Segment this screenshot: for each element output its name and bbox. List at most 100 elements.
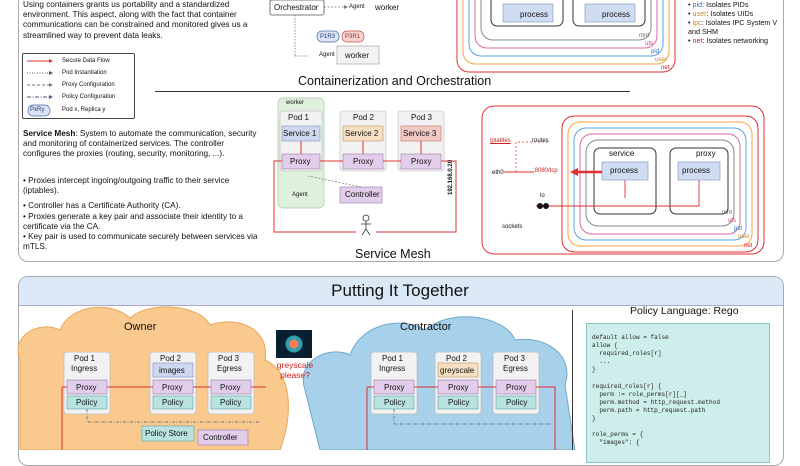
- ns-bullet-user: • user: Isolates UIDs: [688, 9, 754, 18]
- legend-item-secure: Secure Data Flow: [62, 58, 110, 64]
- net-eth0: eth0: [492, 170, 504, 176]
- orchestrator-label: Orchestrator: [274, 3, 319, 12]
- ring-label-uts: uts: [645, 41, 654, 47]
- rego-code-line: "images": {: [592, 439, 640, 447]
- mesh-worker-label: worker: [286, 100, 305, 106]
- owner-proxy1: Proxy: [76, 383, 97, 392]
- mesh-pod2-name: Pod 2: [353, 113, 374, 122]
- net-ring-mnt: mnt: [722, 210, 733, 216]
- ring-label-pid: pid: [651, 49, 660, 55]
- intro-text: Using containers grants us portability a…: [23, 0, 248, 40]
- contractor-policy2: Policy: [448, 398, 470, 407]
- legend-replica-symbol: PxRy: [30, 107, 45, 113]
- rego-title: Policy Language: Rego: [630, 305, 739, 317]
- owner-policy2: Policy: [162, 398, 184, 407]
- rego-code-line: [592, 423, 720, 431]
- banner-title: Putting It Together: [331, 281, 469, 300]
- mesh-agent: Agent: [292, 192, 308, 198]
- namespace-bullets: • pid: Isolates PIDs • user: Isolates UI…: [688, 0, 783, 45]
- owner-controller: Controller: [203, 433, 238, 442]
- net-ring-net: net: [744, 243, 753, 249]
- mesh-pod1-name: Pod 1: [288, 113, 309, 122]
- service-mesh-bullets: • Proxies intercept ingoing/outgoing tra…: [23, 176, 263, 252]
- contractor-proxy2: Proxy: [448, 383, 469, 392]
- mesh-service2: Service 2: [345, 129, 379, 138]
- contractor-pod3-role: Egress: [503, 364, 528, 373]
- section-divider: [155, 91, 630, 92]
- owner-proxy3: Proxy: [220, 383, 241, 392]
- replica-a: P1R3: [320, 34, 336, 40]
- contractor-proxy1: Proxy: [384, 383, 405, 392]
- legend-replica-label: Pod x, Replica y: [62, 107, 106, 113]
- net-port: :8080/tcp: [533, 168, 558, 174]
- rego-code-line: role_perms = {: [592, 431, 644, 439]
- rego-code-line: required_roles[r]: [592, 350, 662, 358]
- worker-label-2: worker: [345, 51, 370, 60]
- legend-item-policy-cfg: Policy Configuration: [62, 94, 116, 100]
- owner-pod3-role: Egress: [217, 364, 242, 373]
- net-iptables: iptables: [490, 138, 511, 144]
- service-mesh-title: Service Mesh: [355, 247, 431, 261]
- contractor-policy1: Policy: [384, 398, 406, 407]
- legend-item-proxy-cfg: Proxy Configuration: [62, 82, 115, 88]
- banner: [19, 277, 783, 306]
- top-process-b: process: [602, 10, 631, 19]
- rego-code-line: }: [592, 414, 596, 422]
- net-ring-pid: pid: [734, 226, 743, 232]
- rego-code-line: required_roles[r] {: [592, 382, 662, 390]
- contractor-title: Contractor: [400, 321, 452, 333]
- ring-label-user: user: [655, 57, 667, 63]
- mesh-proxy2: Proxy: [353, 157, 374, 166]
- net-service-label: service: [609, 149, 635, 158]
- owner-pod1-role: Ingress: [71, 364, 98, 373]
- mesh-controller: Controller: [345, 190, 380, 199]
- owner-policy3: Policy: [220, 398, 242, 407]
- top-process-a: process: [520, 10, 549, 19]
- ns-bullet-ipc: • ipc: Isolates IPC System V and SHM: [688, 18, 778, 36]
- service-mesh-description: Service Mesh: System to automate the com…: [23, 129, 257, 159]
- mesh-proxy3: Proxy: [411, 157, 432, 166]
- ring-label-mnt: mnt: [639, 33, 650, 39]
- agent-label: Agent: [349, 4, 365, 10]
- contractor-proxy3: Proxy: [506, 383, 527, 392]
- owner-pod3-name: Pod 3: [218, 354, 239, 363]
- mesh-service1: Service 1: [283, 129, 317, 138]
- orchestration-mini-diagram: [269, 0, 380, 65]
- contractor-pod2-name: Pod 2: [446, 354, 467, 363]
- contractor-pods: [366, 352, 556, 450]
- owner-pod1-name: Pod 1: [74, 354, 95, 363]
- rego-divider: [572, 310, 573, 450]
- mesh-bullet-4: • Key pair is used to communicate secure…: [23, 232, 258, 252]
- service-mesh-diagram: [273, 97, 457, 236]
- replica-b: P3R1: [345, 34, 361, 40]
- top-panel: [18, 0, 784, 262]
- rego-code-line: perm.path = http_request.path: [592, 406, 706, 414]
- rego-code-line: }: [592, 366, 596, 374]
- agent-label-2: Agent: [319, 52, 335, 58]
- contractor-pod1-role: Ingress: [379, 364, 406, 373]
- contractor-pod1-name: Pod 1: [382, 354, 403, 363]
- network-diagram: [481, 105, 765, 255]
- rego-code-line: ...: [592, 358, 611, 366]
- greyscale-question: greyscale please?: [276, 360, 314, 380]
- nebula-image: [276, 330, 312, 358]
- mesh-bullet-1: • Proxies intercept ingoing/outgoing tra…: [23, 176, 230, 196]
- worker-label: worker: [375, 3, 400, 12]
- mesh-service3: Service 3: [403, 129, 437, 138]
- owner-pods: [61, 352, 266, 450]
- namespace-rings-top: [456, 0, 676, 73]
- rego-code-line: [592, 374, 720, 382]
- net-process-a: process: [610, 166, 639, 175]
- owner-policy-store: Policy Store: [145, 429, 188, 438]
- rego-code-line: perm.method = http_request.method: [592, 398, 720, 406]
- ns-bullet-pid: • pid: Isolates PIDs: [688, 0, 749, 9]
- owner-proxy2: Proxy: [162, 383, 183, 392]
- owner-pod2-name: Pod 2: [160, 354, 181, 363]
- legend-icons: [27, 59, 53, 117]
- net-ring-user: user: [738, 234, 750, 240]
- net-proxy-label: proxy: [696, 149, 716, 158]
- contractor-pod3-name: Pod 3: [504, 354, 525, 363]
- mesh-bullet-2: • Controller has a Certificate Authority…: [23, 201, 181, 211]
- ns-bullet-net: • net: Isolates networking: [688, 36, 769, 45]
